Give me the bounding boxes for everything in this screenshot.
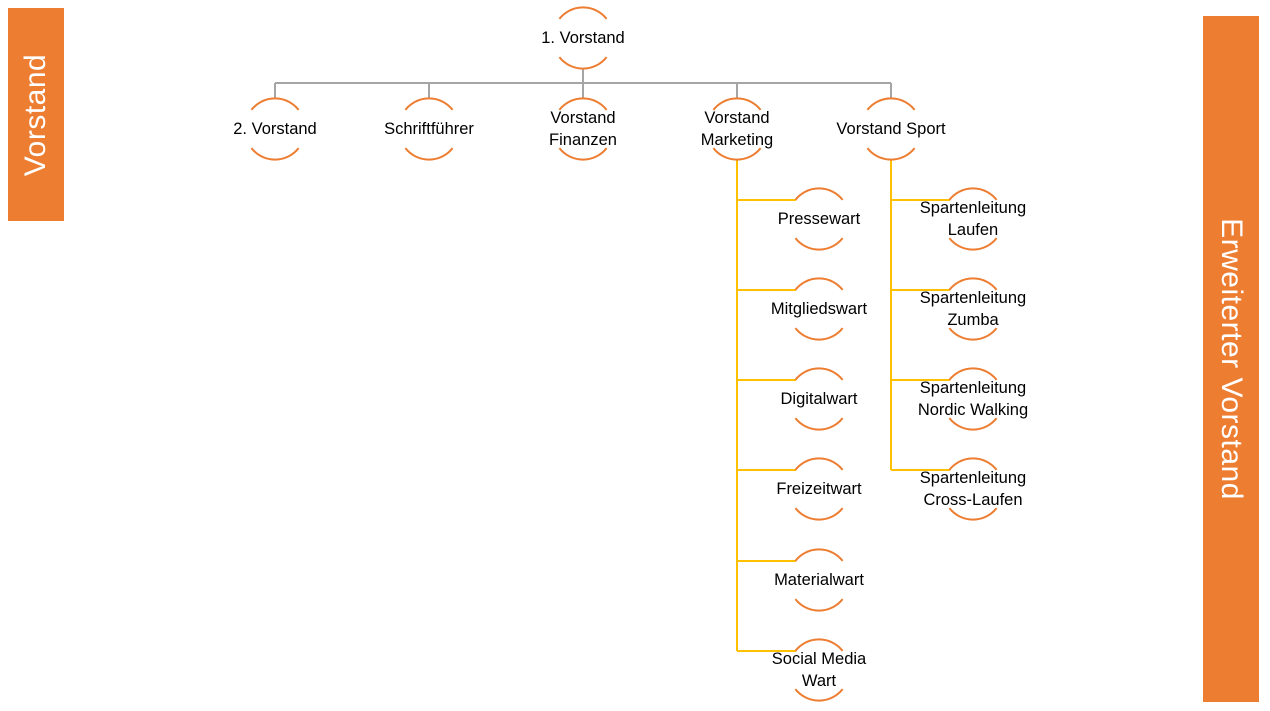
node-label: Spartenleitung Cross-Laufen xyxy=(919,469,1027,509)
erweiterter-vorstand-side-label-text: Erweiterter Vorstand xyxy=(1215,218,1249,500)
node-freizeitwart[interactable]: Freizeitwart xyxy=(759,454,879,524)
node-label: Freizeitwart xyxy=(776,480,862,498)
node-digitalwart[interactable]: Digitalwart xyxy=(759,364,879,434)
vorstand-side-label-text: Vorstand xyxy=(19,53,53,176)
node-ring xyxy=(558,6,608,70)
node-label: Social Media Wart xyxy=(771,650,867,690)
node-social-media-wart[interactable]: Social Media Wart xyxy=(759,635,879,705)
node-1-vorstand[interactable]: 1. Vorstand xyxy=(523,3,643,73)
node-2-vorstand[interactable]: 2. Vorstand xyxy=(215,94,335,164)
node-ring xyxy=(794,367,844,431)
node-label: Digitalwart xyxy=(780,390,858,408)
node-spartenleitung-zumba[interactable]: Spartenleitung Zumba xyxy=(913,274,1033,344)
node-ring xyxy=(250,97,300,161)
node-mitgliedswart[interactable]: Mitgliedswart xyxy=(759,274,879,344)
node-label: Vorstand Finanzen xyxy=(549,109,617,149)
node-ring xyxy=(794,638,844,702)
node-pressewart[interactable]: Pressewart xyxy=(759,184,879,254)
node-ring xyxy=(794,277,844,341)
node-ring xyxy=(948,187,998,251)
node-label: Spartenleitung Zumba xyxy=(919,289,1027,329)
node-label: Schriftführer xyxy=(384,120,474,138)
node-ring xyxy=(794,548,844,612)
node-label: Vorstand Sport xyxy=(836,120,946,138)
node-vorstand-marketing[interactable]: Vorstand Marketing xyxy=(677,94,797,164)
node-ring xyxy=(404,97,454,161)
node-ring xyxy=(948,457,998,521)
node-label: Spartenleitung Nordic Walking xyxy=(917,379,1029,419)
node-ring xyxy=(794,457,844,521)
node-label: Vorstand Marketing xyxy=(700,109,774,149)
node-ring xyxy=(558,97,608,161)
node-schriftfuehrer[interactable]: Schriftführer xyxy=(369,94,489,164)
node-vorstand-sport[interactable]: Vorstand Sport xyxy=(831,94,951,164)
node-ring xyxy=(948,277,998,341)
node-vorstand-finanzen[interactable]: Vorstand Finanzen xyxy=(523,94,643,164)
node-label: 2. Vorstand xyxy=(233,120,317,138)
node-ring xyxy=(948,367,998,431)
node-spartenleitung-cross-laufen[interactable]: Spartenleitung Cross-Laufen xyxy=(913,454,1033,524)
node-label: Pressewart xyxy=(777,210,861,228)
node-label: Mitgliedswart xyxy=(770,300,868,318)
node-spartenleitung-laufen[interactable]: Spartenleitung Laufen xyxy=(913,184,1033,254)
node-ring xyxy=(794,187,844,251)
node-label: 1. Vorstand xyxy=(541,29,625,47)
vorstand-side-label: Vorstand xyxy=(8,8,64,221)
node-spartenleitung-nordic-walking[interactable]: Spartenleitung Nordic Walking xyxy=(913,364,1033,434)
erweiterter-vorstand-side-label: Erweiterter Vorstand xyxy=(1203,16,1259,702)
node-label: Materialwart xyxy=(774,571,864,589)
node-materialwart[interactable]: Materialwart xyxy=(759,545,879,615)
node-ring xyxy=(712,97,762,161)
node-label: Spartenleitung Laufen xyxy=(919,199,1027,239)
node-ring xyxy=(866,97,916,161)
